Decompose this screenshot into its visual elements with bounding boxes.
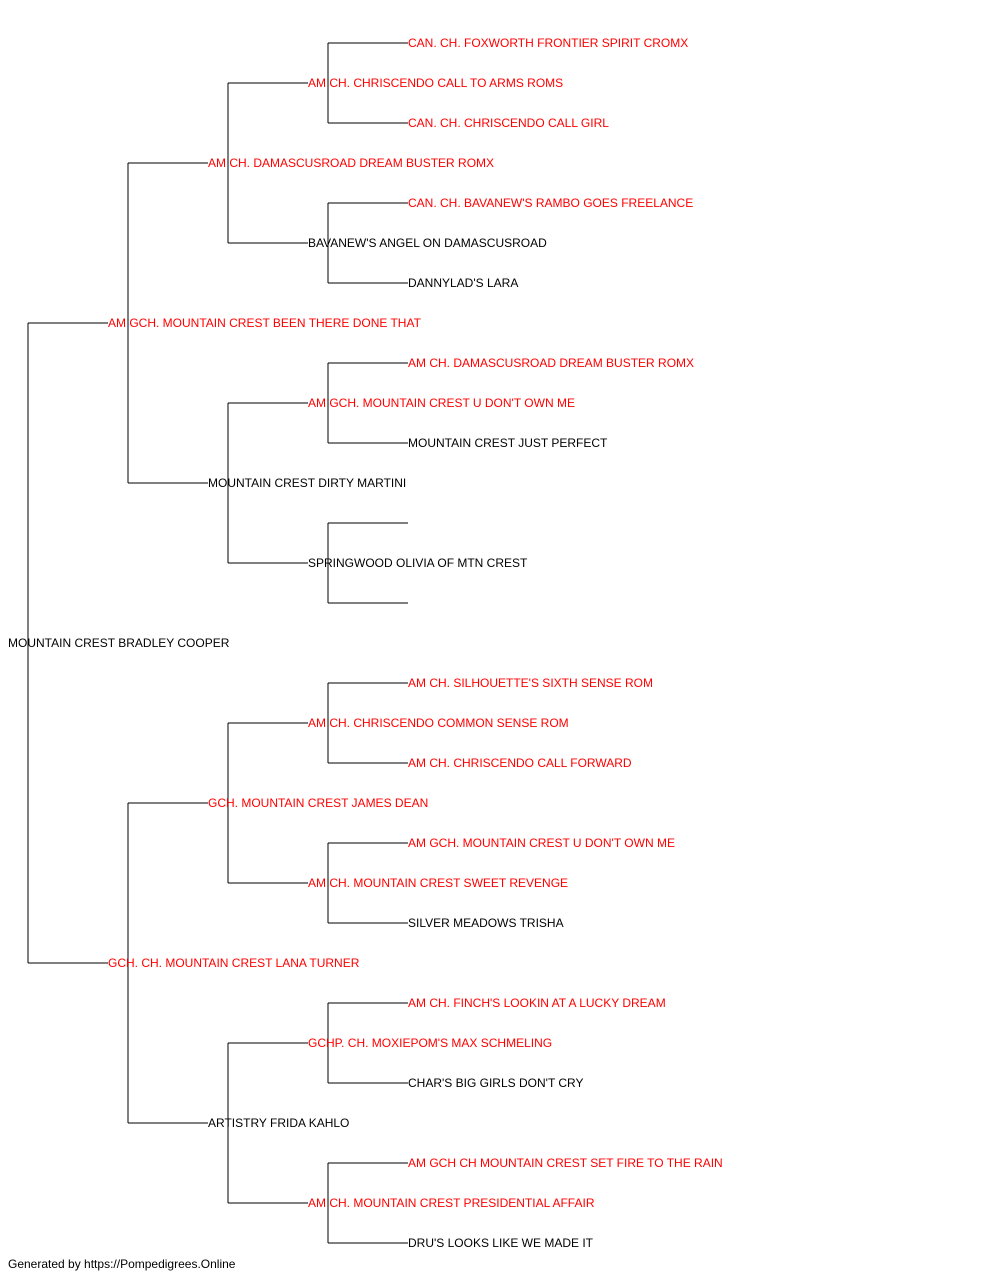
pedigree-entry-sire.sire.dam.sire[interactable]: CAN. CH. BAVANEW'S RAMBO GOES FREELANCE: [408, 196, 694, 210]
pedigree-entry-sire.dam.sire[interactable]: AM GCH. MOUNTAIN CREST U DON'T OWN ME: [308, 396, 575, 410]
pedigree-entry-dam.dam.dam.sire[interactable]: AM GCH CH MOUNTAIN CREST SET FIRE TO THE…: [408, 1156, 723, 1170]
pedigree-entry-dam.sire.sire.dam[interactable]: AM CH. CHRISCENDO CALL FORWARD: [408, 756, 632, 770]
pedigree-entry-subject[interactable]: MOUNTAIN CREST BRADLEY COOPER: [8, 636, 230, 650]
pedigree-entry-sire.sire[interactable]: AM CH. DAMASCUSROAD DREAM BUSTER ROMX: [208, 156, 495, 170]
pedigree-entry-sire.dam[interactable]: MOUNTAIN CREST DIRTY MARTINI: [208, 476, 407, 490]
pedigree-entry-sire.sire.sire.sire[interactable]: CAN. CH. FOXWORTH FRONTIER SPIRIT CROMX: [408, 36, 689, 50]
pedigree-entry-sire.sire.dam[interactable]: BAVANEW'S ANGEL ON DAMASCUSROAD: [308, 236, 547, 250]
pedigree-entry-dam.dam[interactable]: ARTISTRY FRIDA KAHLO: [208, 1116, 350, 1130]
pedigree-entry-dam.dam.sire.sire[interactable]: AM CH. FINCH'S LOOKIN AT A LUCKY DREAM: [408, 996, 666, 1010]
pedigree-entry-sire.sire.sire[interactable]: AM CH. CHRISCENDO CALL TO ARMS ROMS: [308, 76, 564, 90]
pedigree-entry-sire.dam.dam[interactable]: SPRINGWOOD OLIVIA OF MTN CREST: [308, 556, 528, 570]
pedigree-entry-dam.sire.sire.sire[interactable]: AM CH. SILHOUETTE'S SIXTH SENSE ROM: [408, 676, 653, 690]
pedigree-entry-dam.sire.dam[interactable]: AM CH. MOUNTAIN CREST SWEET REVENGE: [308, 876, 569, 890]
pedigree-entry-dam.sire[interactable]: GCH. MOUNTAIN CREST JAMES DEAN: [208, 796, 429, 810]
pedigree-entry-sire.dam.sire.dam[interactable]: MOUNTAIN CREST JUST PERFECT: [408, 436, 608, 450]
pedigree-entry-dam.dam.dam[interactable]: AM CH. MOUNTAIN CREST PRESIDENTIAL AFFAI…: [308, 1196, 595, 1210]
pedigree-entry-sire.sire.sire.dam[interactable]: CAN. CH. CHRISCENDO CALL GIRL: [408, 116, 609, 130]
pedigree-entry-sire[interactable]: AM GCH. MOUNTAIN CREST BEEN THERE DONE T…: [108, 316, 421, 330]
pedigree-entry-sire.sire.dam.dam[interactable]: DANNYLAD'S LARA: [408, 276, 519, 290]
pedigree-entry-dam.sire.dam.dam[interactable]: SILVER MEADOWS TRISHA: [408, 916, 564, 930]
footer-credit: Generated by https://Pompedigrees.Online: [8, 1257, 236, 1271]
pedigree-entry-dam.dam.dam.dam[interactable]: DRU'S LOOKS LIKE WE MADE IT: [408, 1236, 593, 1250]
pedigree-entry-dam[interactable]: GCH. CH. MOUNTAIN CREST LANA TURNER: [108, 956, 360, 970]
pedigree-entry-dam.sire.sire[interactable]: AM CH. CHRISCENDO COMMON SENSE ROM: [308, 716, 569, 730]
pedigree-entry-sire.dam.sire.sire[interactable]: AM CH. DAMASCUSROAD DREAM BUSTER ROMX: [408, 356, 695, 370]
pedigree-entry-dam.sire.dam.sire[interactable]: AM GCH. MOUNTAIN CREST U DON'T OWN ME: [408, 836, 675, 850]
pedigree-entry-dam.dam.sire[interactable]: GCHP. CH. MOXIEPOM'S MAX SCHMELING: [308, 1036, 553, 1050]
pedigree-entry-dam.dam.sire.dam[interactable]: CHAR'S BIG GIRLS DON'T CRY: [408, 1076, 584, 1090]
